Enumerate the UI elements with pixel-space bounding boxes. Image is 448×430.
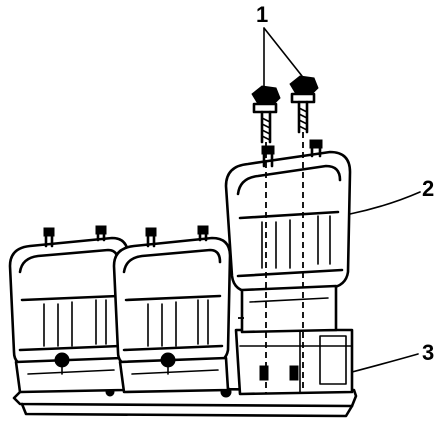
ignition-coil-middle	[112, 225, 232, 394]
mounting-bolt-left	[251, 85, 281, 144]
callout-1: 1	[256, 2, 303, 87]
mounting-bolt-right	[289, 75, 319, 134]
callout-2: 2	[349, 176, 434, 215]
bolt-alignment-guides	[236, 132, 304, 394]
callout-3: 3	[351, 340, 434, 373]
ignition-coil-left	[8, 225, 130, 394]
ignition-coil-right	[224, 139, 352, 334]
callout-label-2: 2	[422, 176, 434, 201]
coil-mounting-bracket	[12, 328, 358, 418]
callout-label-1: 1	[256, 2, 268, 27]
callout-label-3: 3	[422, 340, 434, 365]
